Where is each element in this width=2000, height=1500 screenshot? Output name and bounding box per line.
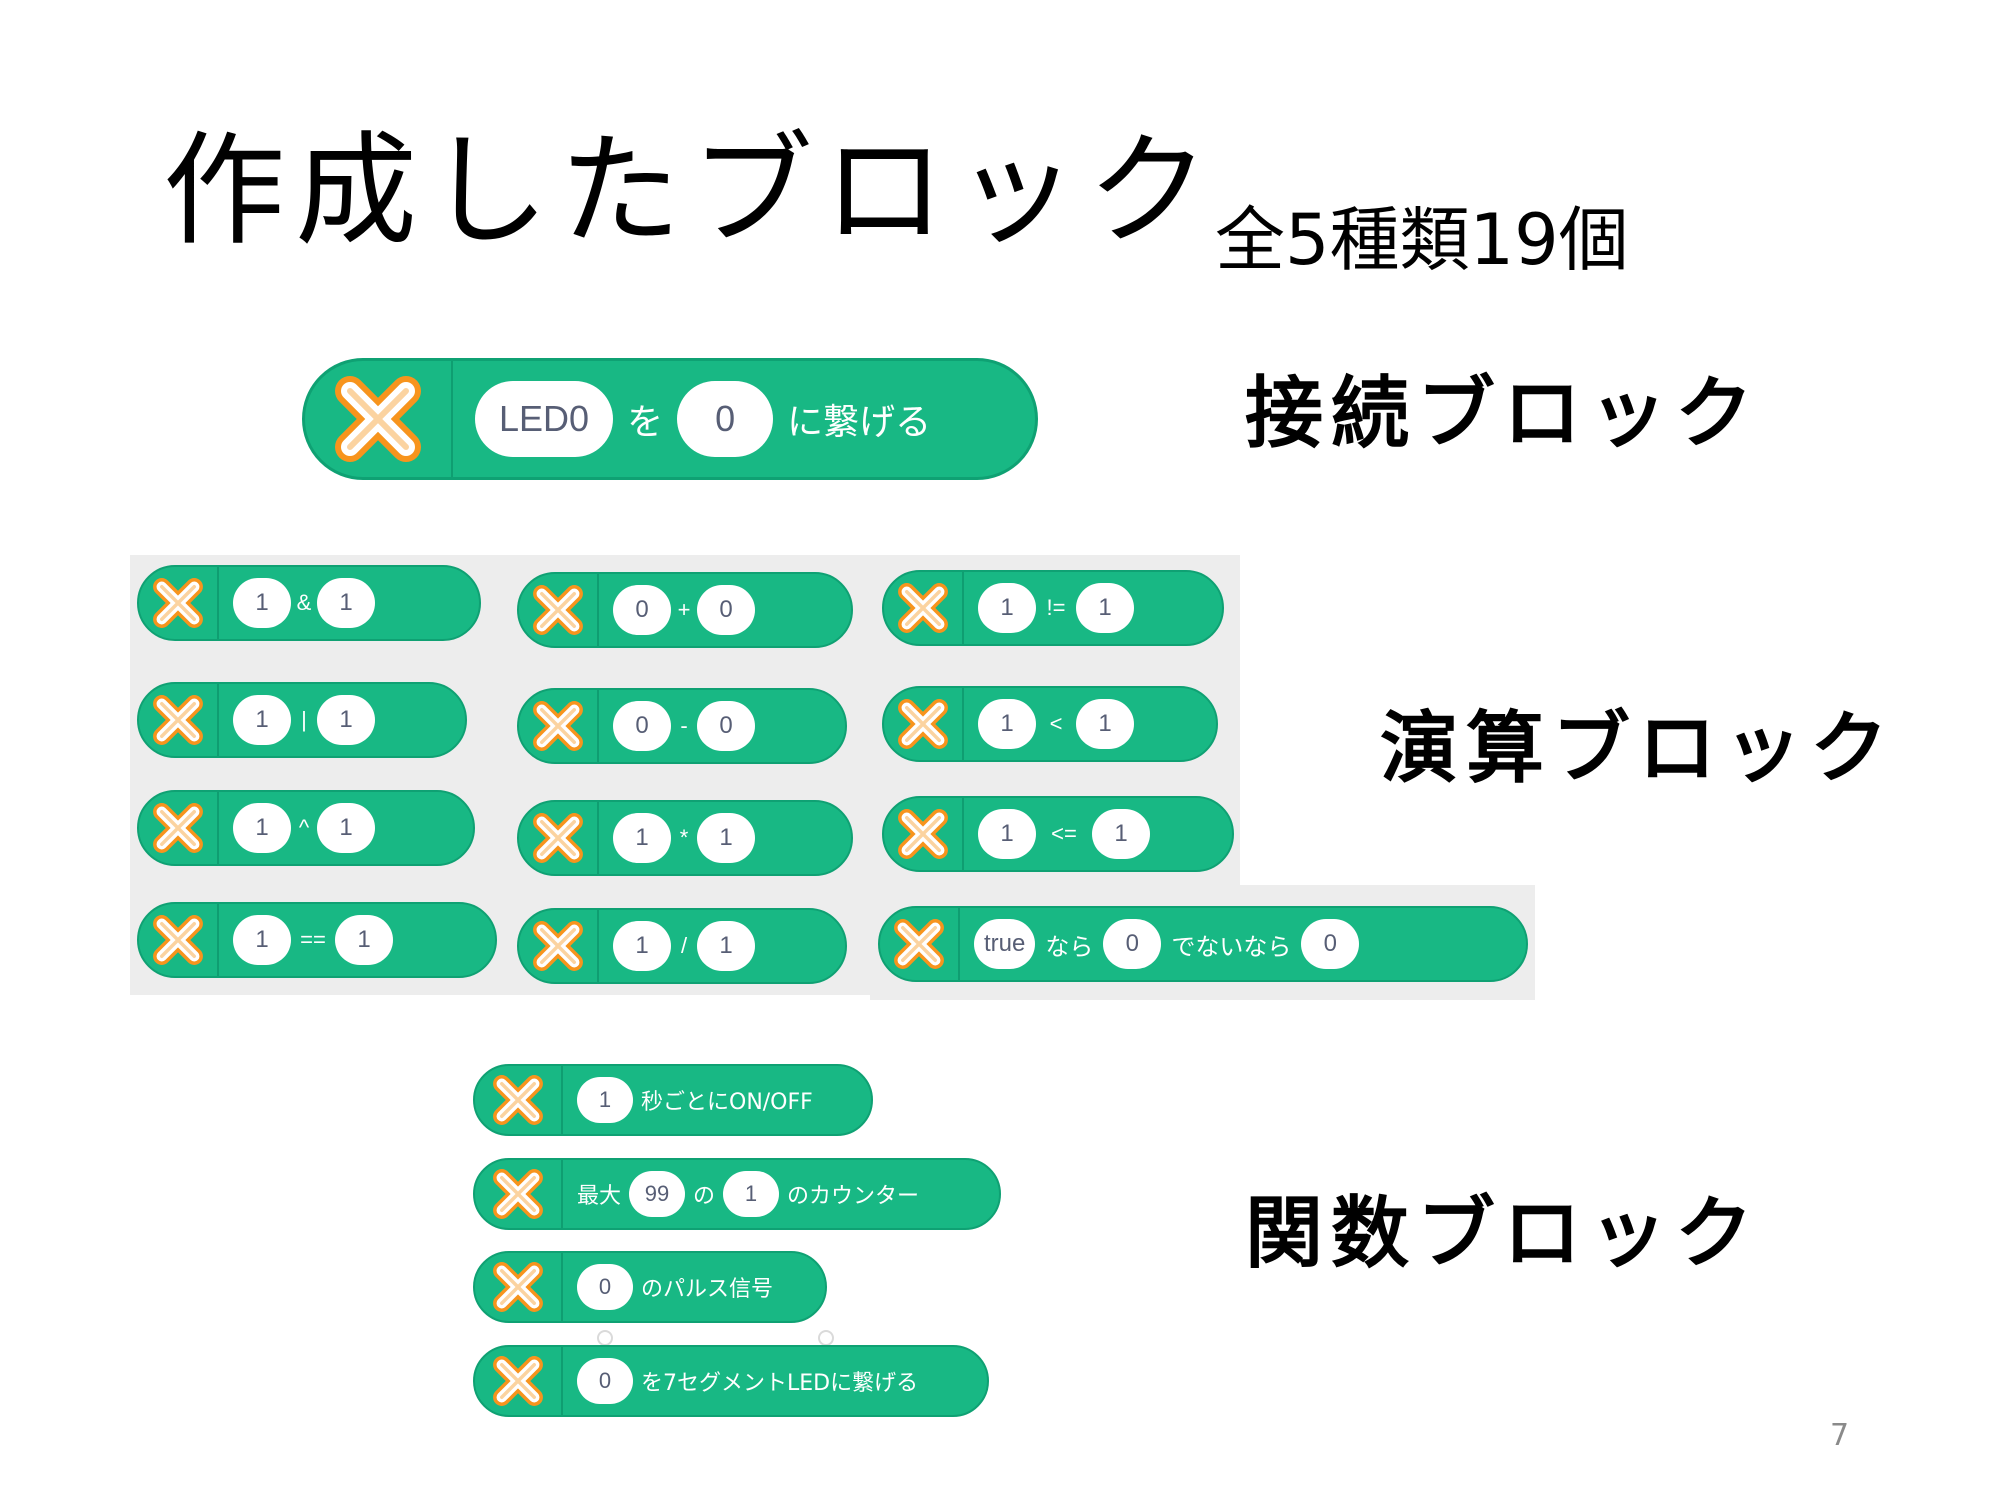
operand-slot-a[interactable]: 1: [613, 813, 671, 863]
block-text: 最大: [577, 1184, 622, 1209]
operand-slot-a[interactable]: 1: [978, 699, 1036, 749]
not-equal-block[interactable]: 1 != 1: [882, 570, 1224, 646]
blink-block[interactable]: 1 秒ごとにON/OFF: [473, 1064, 873, 1136]
operator-label: <=: [1051, 821, 1077, 846]
operand-slot-b[interactable]: 1: [317, 803, 375, 853]
multiply-block[interactable]: 1 * 1: [517, 800, 853, 876]
cross-icon: [519, 690, 599, 762]
max-slot[interactable]: 99: [629, 1171, 686, 1217]
cross-icon: [519, 574, 599, 646]
step-slot[interactable]: 1: [723, 1171, 780, 1217]
operand-slot-a[interactable]: 1: [233, 915, 291, 965]
seconds-slot[interactable]: 1: [577, 1077, 633, 1123]
ternary-block[interactable]: true なら 0 でないなら 0: [878, 906, 1528, 982]
xor-block[interactable]: 1 ^ 1: [137, 790, 475, 866]
operand-slot-b[interactable]: 1: [697, 813, 755, 863]
operand-slot-b[interactable]: 1: [1076, 583, 1134, 633]
operand-slot-a[interactable]: 1: [978, 583, 1036, 633]
cross-icon: [139, 684, 219, 756]
condition-slot[interactable]: true: [974, 919, 1036, 969]
led-select-slot[interactable]: LED0: [475, 381, 614, 457]
cross-icon: [519, 802, 599, 874]
connection-hint: [818, 1330, 834, 1346]
segment-block[interactable]: 0 を7セグメントLEDに繋げる: [473, 1345, 989, 1417]
operand-slot-a[interactable]: 0: [613, 585, 671, 635]
block-text: を: [627, 402, 664, 443]
cross-icon: [884, 688, 964, 760]
operator-label: +: [677, 597, 691, 622]
section-label-operation: 演算ブロック: [1380, 704, 1897, 794]
cross-icon: [139, 567, 219, 639]
block-text: の: [693, 1184, 716, 1209]
operator-label: *: [679, 825, 689, 850]
add-block[interactable]: 0 + 0: [517, 572, 853, 648]
slide-subtitle: 全5種類19個: [1215, 199, 1629, 281]
pulse-block[interactable]: 0 のパルス信号: [473, 1251, 827, 1323]
operator-label: -: [680, 713, 688, 738]
cross-icon: [884, 798, 964, 870]
operand-slot-b[interactable]: 1: [1076, 699, 1134, 749]
operator-label: |: [301, 707, 307, 732]
equal-block[interactable]: 1 == 1: [137, 902, 497, 978]
cross-icon: [475, 1253, 563, 1321]
operator-label: <: [1049, 711, 1063, 736]
cross-icon: [475, 1066, 563, 1134]
cross-icon: [884, 572, 964, 644]
operand-slot-a[interactable]: 1: [613, 921, 671, 971]
value-slot[interactable]: 0: [677, 381, 774, 457]
connection-block[interactable]: LED0 を 0 に繋げる: [302, 358, 1038, 480]
operand-slot-b[interactable]: 0: [697, 585, 755, 635]
less-than-block[interactable]: 1 < 1: [882, 686, 1218, 762]
cross-icon: [139, 792, 219, 864]
operand-slot-b[interactable]: 1: [335, 915, 393, 965]
block-text: に繋げる: [787, 402, 932, 443]
operand-slot-a[interactable]: 0: [613, 701, 671, 751]
value-slot[interactable]: 0: [1301, 919, 1360, 969]
cross-icon: [305, 361, 453, 477]
operator-label: /: [680, 933, 688, 958]
operand-slot-b[interactable]: 1: [317, 578, 375, 628]
operand-slot-b[interactable]: 1: [1092, 809, 1150, 859]
connection-hint: [597, 1330, 613, 1346]
operand-slot-a[interactable]: 1: [978, 809, 1036, 859]
page-number: 7: [1830, 1418, 1850, 1453]
operand-slot-b[interactable]: 1: [697, 921, 755, 971]
and-block[interactable]: 1 & 1: [137, 565, 481, 641]
operand-slot-a[interactable]: 1: [233, 803, 291, 853]
less-equal-block[interactable]: 1 <= 1: [882, 796, 1234, 872]
cross-icon: [139, 904, 219, 976]
block-text: のパルス信号: [641, 1277, 774, 1302]
block-text: でないなら: [1171, 932, 1292, 961]
divide-block[interactable]: 1 / 1: [517, 908, 847, 984]
cross-icon: [475, 1347, 563, 1415]
block-text: 秒ごとにON/OFF: [641, 1090, 813, 1115]
operand-slot-a[interactable]: 1: [233, 578, 291, 628]
operand-slot-b[interactable]: 1: [317, 695, 375, 745]
segment-value-slot[interactable]: 0: [577, 1358, 633, 1404]
operand-slot-b[interactable]: 0: [697, 701, 755, 751]
cross-icon: [519, 910, 599, 982]
operator-label: &: [296, 590, 312, 615]
operator-label: ^: [298, 815, 310, 840]
value-slot[interactable]: 0: [1103, 919, 1162, 969]
cross-icon: [880, 908, 960, 980]
operator-label: ==: [300, 927, 326, 952]
block-text: のカウンター: [787, 1184, 920, 1209]
block-text: を7セグメントLEDに繋げる: [641, 1371, 919, 1396]
or-block[interactable]: 1 | 1: [137, 682, 467, 758]
section-label-connection: 接続ブロック: [1245, 369, 1762, 459]
subtract-block[interactable]: 0 - 0: [517, 688, 847, 764]
pulse-value-slot[interactable]: 0: [577, 1264, 633, 1310]
block-text: なら: [1045, 932, 1094, 961]
slide-title: 作成したブロック: [163, 120, 1219, 262]
section-label-function: 関数ブロック: [1245, 1189, 1762, 1279]
counter-block[interactable]: 最大 99 の 1 のカウンター: [473, 1158, 1001, 1230]
operand-slot-a[interactable]: 1: [233, 695, 291, 745]
cross-icon: [475, 1160, 563, 1228]
operator-label: !=: [1046, 595, 1066, 620]
